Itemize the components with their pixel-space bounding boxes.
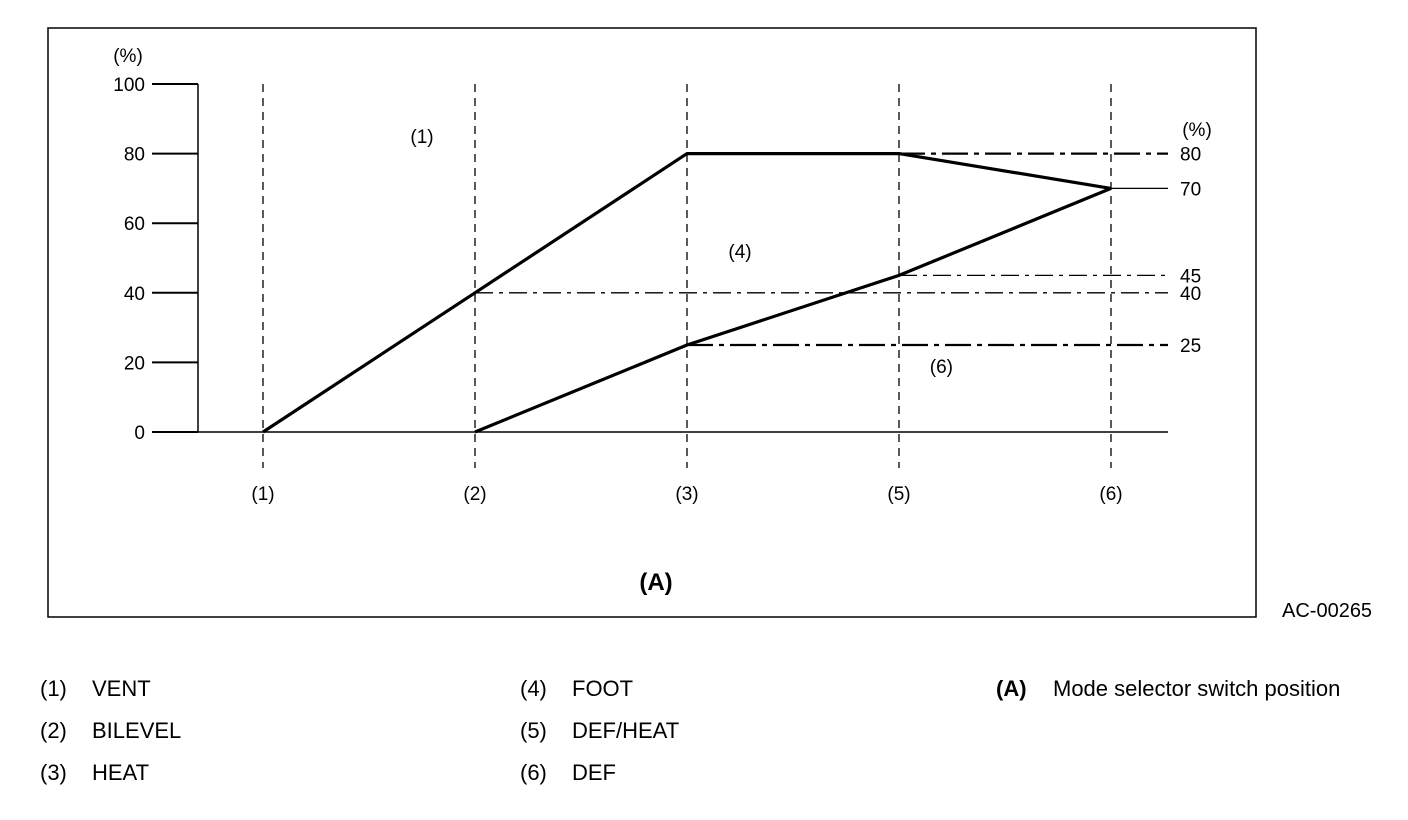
y-tick-label: 60: [124, 214, 145, 235]
legend-label: DEF/HEAT: [572, 718, 680, 743]
reference-label: 80: [1180, 145, 1201, 166]
reference-label: 70: [1180, 179, 1201, 200]
legend-label: Mode selector switch position: [1053, 676, 1341, 701]
reference-label: 40: [1180, 284, 1201, 305]
y-tick-label: 100: [113, 75, 145, 96]
legend-number: (3): [40, 760, 67, 785]
legend-item-foot: (4) FOOT: [520, 676, 633, 702]
chart-frame: [47, 27, 1257, 618]
x-tick-label: (6): [1099, 484, 1122, 505]
legend-item-bilevel: (2) BILEVEL: [40, 718, 181, 744]
legend-item-def: (6) DEF: [520, 760, 616, 786]
legend-number: (6): [520, 760, 547, 785]
legend-label: VENT: [92, 676, 151, 701]
legend-label: BILEVEL: [92, 718, 182, 743]
legend-key: (A): [996, 676, 1027, 701]
legend-label: HEAT: [92, 760, 150, 785]
reference-label: 25: [1180, 336, 1201, 357]
region-annotation: (1): [410, 127, 433, 148]
reference-code: AC-00265: [1282, 600, 1373, 622]
legend-item-heat: (3) HEAT: [40, 760, 149, 786]
x-axis-title: (A): [639, 569, 672, 596]
reference-label: 45: [1180, 266, 1201, 287]
y-unit-label: (%): [113, 46, 143, 67]
legend-item-def-heat: (5) DEF/HEAT: [520, 718, 679, 744]
x-tick-label: (3): [675, 484, 698, 505]
legend-number: (5): [520, 718, 547, 743]
y-tick-label: 20: [124, 353, 145, 374]
x-tick-label: (1): [251, 484, 274, 505]
y-tick-label: 0: [134, 423, 145, 444]
legend-number: (2): [40, 718, 67, 743]
y-tick-label: 40: [124, 284, 145, 305]
region-annotation: (6): [930, 357, 953, 378]
legend-number: (1): [40, 676, 67, 701]
legend-item-mode-selector: (A) Mode selector switch position: [996, 676, 1340, 702]
legend-number: (4): [520, 676, 547, 701]
region-annotation: (4): [728, 242, 751, 263]
legend-item-vent: (1) VENT: [40, 676, 151, 702]
y-tick-label: 80: [124, 145, 145, 166]
right-unit-label: (%): [1182, 120, 1212, 141]
legend-label: DEF: [572, 760, 616, 785]
series-line: [262, 152, 1112, 434]
legend-label: FOOT: [572, 676, 634, 701]
x-tick-label: (5): [887, 484, 910, 505]
x-tick-label: (2): [463, 484, 486, 505]
series-line: [474, 186, 1112, 434]
